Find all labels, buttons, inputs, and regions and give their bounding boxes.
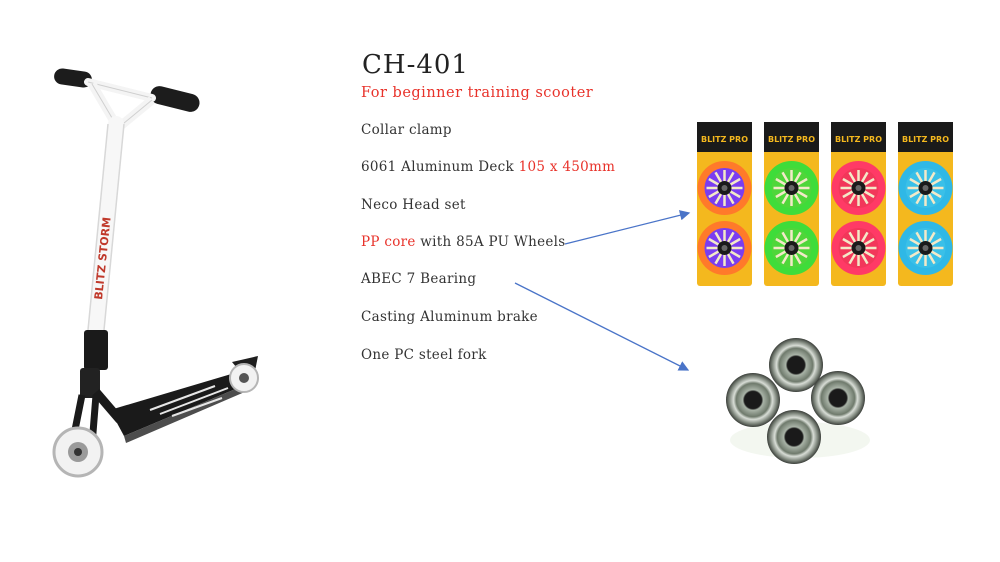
spec-text: Casting Aluminum brake	[361, 309, 538, 325]
spec-text: ABEC 7 Bearing	[361, 271, 477, 287]
model-title: CH-401	[362, 50, 469, 80]
spec-deck: 6061 Aluminum Deck 105 x 450mm	[361, 159, 615, 175]
spec-headset: Neco Head set	[361, 197, 466, 213]
spec-wheels: PP core with 85A PU Wheels	[361, 234, 566, 250]
wheel-pack: BLITZ PRO	[898, 122, 953, 286]
arrow-to-bearings	[514, 282, 690, 371]
spec-deck-size: 105 x 450mm	[518, 159, 616, 175]
wheel-pack: BLITZ PRO	[697, 122, 752, 286]
wheel-pack: BLITZ PRO	[764, 122, 819, 286]
spec-text: Collar clamp	[361, 122, 452, 138]
wheel-pack-brand: BLITZ PRO	[902, 135, 949, 144]
wheel-pack: BLITZ PRO	[831, 122, 886, 286]
spec-fork: One PC steel fork	[361, 347, 487, 363]
wheel-pack-brand: BLITZ PRO	[835, 135, 882, 144]
spec-brake: Casting Aluminum brake	[361, 309, 538, 325]
arrow-to-wheels	[564, 210, 691, 245]
wheel-pack-brand: BLITZ PRO	[768, 135, 815, 144]
spec-text: Neco Head set	[361, 197, 466, 213]
model-subtitle: For beginner training scooter	[361, 85, 594, 101]
spec-text: with 85A PU Wheels	[415, 234, 566, 250]
wheel-pack-brand: BLITZ PRO	[701, 135, 748, 144]
spec-wheel-core: PP core	[361, 234, 416, 250]
spec-collar-clamp: Collar clamp	[361, 122, 452, 138]
spec-bearing: ABEC 7 Bearing	[361, 271, 476, 287]
spec-text: 6061 Aluminum Deck	[361, 159, 519, 175]
spec-text: One PC steel fork	[361, 347, 487, 363]
